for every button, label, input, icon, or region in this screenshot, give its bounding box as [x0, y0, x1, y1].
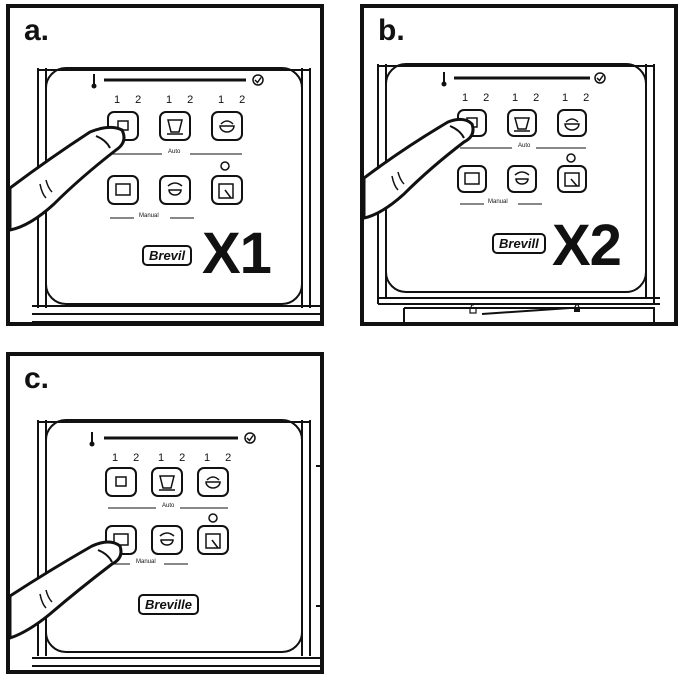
manual-milk-icon: [167, 182, 183, 196]
breville-logo: Brevill: [492, 233, 546, 254]
breville-logo: Breville: [138, 594, 199, 615]
machine-drawing-b: [364, 63, 660, 322]
check-circle-icon: [594, 72, 606, 84]
breville-logo: Brevil: [142, 245, 193, 266]
clean-descale-icon: [205, 533, 221, 549]
machine-drawing-a: [10, 67, 320, 322]
manual-caption: Manual: [134, 559, 158, 565]
button-tall-cup: [159, 111, 191, 141]
auto-caption: Auto: [516, 143, 533, 149]
panel-label-b: b.: [378, 14, 405, 47]
numbers-2: 1 2: [512, 92, 546, 104]
check-circle-icon: [244, 432, 256, 444]
manual-milk-icon: [159, 532, 175, 546]
numbers-1: 1 2: [112, 452, 146, 464]
panel-label-a: a.: [24, 14, 50, 47]
thermometer-icon: [91, 74, 97, 89]
lock-icon: [574, 303, 580, 312]
panel-a: a.: [6, 4, 324, 326]
cappuccino-cup-icon: [205, 476, 221, 489]
numbers-3: 1 2: [204, 452, 238, 464]
single-cup-icon: [115, 476, 127, 487]
press-multiplier: X2: [552, 213, 622, 278]
panel-c: c.: [6, 352, 324, 674]
timer-icon: [566, 153, 576, 163]
unlock-icon: [469, 304, 477, 314]
check-circle-icon: [252, 74, 264, 86]
machine-drawing-c: [10, 419, 320, 667]
numbers-2: 1 2: [166, 94, 200, 106]
timer-icon: [220, 161, 230, 171]
numbers-3: 1 2: [218, 94, 252, 106]
thermometer-icon: [89, 432, 95, 447]
panel-b: b.: [360, 4, 678, 326]
press-multiplier: X1: [202, 221, 272, 286]
cappuccino-cup-icon: [564, 118, 580, 131]
finger-pressing: [364, 117, 475, 220]
button-manual-espresso: [107, 175, 139, 205]
timer-icon: [208, 513, 218, 523]
clean-descale-icon: [564, 172, 580, 187]
manual-milk-icon: [514, 171, 530, 185]
tall-cup-icon: [167, 119, 183, 135]
manual-espresso-icon: [464, 172, 480, 185]
manual-caption: Manual: [486, 199, 510, 205]
numbers-1: 1 2: [462, 92, 496, 104]
auto-caption: Auto: [166, 149, 183, 155]
tall-cup-icon: [514, 117, 530, 132]
finger-pressing: [10, 540, 123, 640]
button-clean: [211, 175, 243, 205]
clean-descale-icon: [218, 183, 234, 199]
tall-cup-icon: [159, 475, 175, 491]
lock-slider-line: [481, 307, 571, 315]
cappuccino-cup-icon: [219, 120, 235, 133]
panel-label-c: c.: [24, 362, 50, 395]
thermometer-icon: [441, 72, 447, 87]
numbers-2: 1 2: [158, 452, 192, 464]
manual-espresso-icon: [115, 183, 131, 196]
numbers-3: 1 2: [562, 92, 596, 104]
auto-caption: Auto: [160, 503, 177, 509]
numbers-1: 1 2: [114, 94, 148, 106]
manual-caption: Manual: [137, 213, 161, 219]
finger-pressing: [10, 125, 126, 232]
